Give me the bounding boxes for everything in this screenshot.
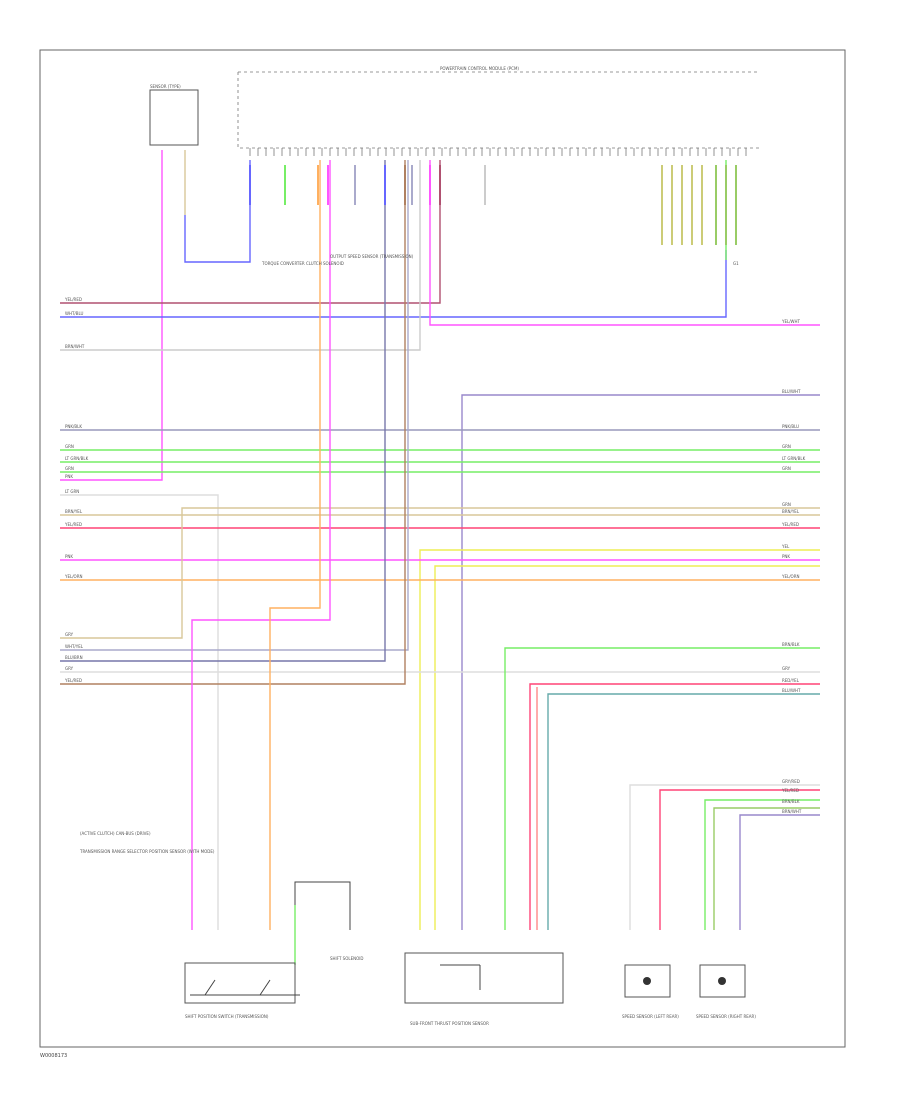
sensor-top-left-box (149, 89, 199, 146)
right-label: GRY/RED (782, 779, 800, 784)
wire-row17 (60, 160, 409, 651)
shift-switch-box (184, 962, 296, 1004)
right-label: YEL (781, 544, 790, 549)
left-label: GRY (65, 666, 74, 671)
left-label: PNK/BLK (65, 424, 82, 429)
engine-sub-a-label: TORQUE CONVERTER CLUTCH SOLENOID (261, 261, 344, 266)
wire-speed-green2 (713, 807, 820, 930)
right-label: BRN/YEL (782, 509, 800, 514)
right-label: BLU/WHT (782, 389, 801, 394)
diagram-frame (39, 49, 846, 1048)
right-label: BRN/BLK (782, 799, 800, 804)
right-label: PNK/BLU (782, 424, 799, 429)
left-label: WHT/YEL (65, 644, 84, 649)
speed-right-label: SPEED SENSOR (RIGHT REAR) (696, 1014, 756, 1019)
left-label: GRN (65, 444, 74, 449)
ecm-connector-stubs (249, 165, 737, 245)
wire-speed-purple (739, 814, 820, 930)
left-label: LT GRN (65, 489, 79, 494)
right-label: YEL/RED (781, 788, 799, 793)
wire-teal-tcm (547, 693, 820, 930)
right-label: PNK (782, 554, 790, 559)
left-label: BRN/WHT (65, 344, 85, 349)
wire-row1 (60, 160, 441, 304)
ecm-pins (249, 148, 747, 156)
wire-pink-ecm (191, 160, 331, 930)
left-wire-labels: YEL/RED WHT/BLU BRN/WHT PNK/BLK GRN LT G… (64, 297, 89, 683)
right-wire-labels: YEL/WHT BLU/WHT PNK/BLU GRN LT GRN/BLK G… (781, 319, 806, 814)
junction-note: (ACTIVE CLUTCH) CAN-BUS (DRIVE) (80, 831, 151, 836)
wire-row3-pink (429, 160, 820, 326)
ecm-box (237, 71, 760, 149)
right-label: YEL/RED (781, 522, 799, 527)
right-label: GRN (782, 466, 791, 471)
right-label: BRN/BLK (782, 642, 800, 647)
sensor-top-left-label: SENSOR (TYPE) (150, 84, 181, 89)
right-label: GRY (782, 666, 791, 671)
shift-switch-contacts (190, 979, 300, 996)
wire-speed-gray (629, 784, 820, 930)
right-label: GRN (782, 502, 791, 507)
speed-left-label: SPEED SENSOR (LEFT REAR) (622, 1014, 679, 1019)
speed-right-box (699, 964, 746, 998)
left-label: YEL/RED (64, 522, 82, 527)
left-label: PNK (65, 554, 73, 559)
junction-sub: TRANSMISSION RANGE SELECTOR POSITION SEN… (79, 849, 215, 854)
wire-blue-sensor (184, 160, 251, 263)
left-label: WHT/BLU (65, 311, 84, 316)
right-label: LT GRN/BLK (782, 456, 806, 461)
wire-row14-yellow (434, 565, 820, 930)
ecm-label: POWERTRAIN CONTROL MODULE (PCM) (440, 66, 519, 71)
wire-purple-right (461, 394, 820, 930)
wire-row9 (60, 494, 219, 930)
right-label: BRN/WHT (782, 809, 802, 814)
wire-row18 (60, 160, 386, 662)
wire-speed-red (659, 789, 820, 930)
tcm-inner (440, 964, 481, 990)
right-label: YEL/WHT (781, 319, 801, 324)
right-label: YEL/ORN (781, 574, 799, 579)
left-label: BRN/YEL (65, 509, 83, 514)
wire-row20 (60, 160, 406, 685)
shift-solenoid-label: SHIFT SOLENOID (330, 956, 364, 961)
left-label: LT GRN/BLK (65, 456, 89, 461)
left-label: PNK (65, 474, 73, 479)
right-label: GRN (782, 444, 791, 449)
left-label: GRY (65, 632, 74, 637)
left-label: BLU/BRN (65, 655, 83, 660)
wires (60, 150, 820, 965)
speed-left-sensor-icon (643, 977, 651, 985)
wire-row2 (60, 250, 727, 318)
left-label: YEL/RED (64, 678, 82, 683)
wire-solenoid (294, 881, 351, 930)
wire-red-tcm (529, 683, 820, 930)
wire-green-tcm (504, 647, 820, 930)
engine-sub-b-label: OUTPUT SPEED SENSOR (TRANSMISSION) (330, 254, 414, 259)
wire-row4-gray (60, 160, 421, 351)
wire-orange-ecm (269, 160, 321, 930)
tcm-label: SUB-FRONT THRUST POSITION SENSOR (410, 1021, 489, 1026)
wire-speed-green (704, 799, 820, 930)
wire-row12-yellow (419, 549, 820, 930)
left-label: YEL/ORN (64, 574, 82, 579)
left-label: GRN (65, 466, 74, 471)
shift-switch-label: SHIFT POSITION SWITCH (TRANSMISSION) (185, 1014, 269, 1019)
tcm-box (404, 952, 564, 1004)
page-code: W0008173 (40, 1053, 67, 1059)
speed-left-box (624, 964, 671, 998)
left-label: YEL/RED (64, 297, 82, 302)
speed-right-sensor-icon (718, 977, 726, 985)
ground-label: G1 (733, 261, 739, 266)
right-label: BLU/WHT (782, 688, 801, 693)
wire-row16 (60, 507, 820, 639)
right-label: RED/YEL (782, 678, 800, 683)
wire-pink-sensor (60, 150, 163, 481)
